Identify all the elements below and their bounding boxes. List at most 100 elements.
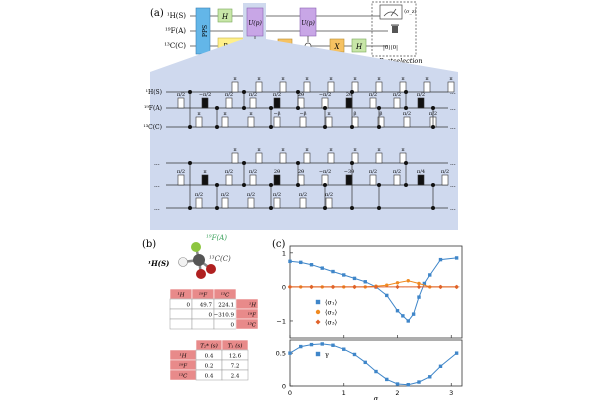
data-point [416,284,422,290]
pulse-c-label: π [223,111,227,117]
pulse-h-label: π [329,147,333,153]
data-point [428,375,432,379]
y-tick-label: 0 [282,383,286,391]
pulse-ellipsis: ... [450,205,456,212]
data-point [288,259,292,264]
data-point [331,269,335,274]
pulse-coupling-dot [296,106,300,110]
pulse-qubit-label: ¹H(S) [146,89,162,96]
fluorine-atom [191,242,201,252]
table1-row-label-cell [235,318,259,330]
h-gate-2 [351,38,367,53]
x-tick-label: 3 [449,389,453,397]
pulse-f [441,174,449,186]
data-point [454,351,459,355]
pulse-h [423,81,431,93]
pulse-h [279,152,287,164]
data-point [395,284,400,290]
pulse-c-label: −β [273,111,280,117]
data-point [422,281,427,286]
pulse-coupling-dot [242,106,246,110]
trash-icon [391,24,399,33]
pulse-c-label: −β [299,111,306,117]
pulse-h [255,81,263,93]
pulse-c [195,116,203,128]
data-point [417,295,421,299]
pulse-coupling-dot [296,161,300,165]
x-tick-label: 2 [395,389,399,397]
table2-row-label: ¹⁹F [179,363,187,370]
pulse-f-label: π/2 [177,92,185,98]
pulse-ellipsis: ... [450,160,456,167]
pulse-f-label: π [203,169,207,175]
pulse-c [325,197,333,209]
h-gate-1 [217,8,233,23]
pulse-coupling-dot [377,125,381,129]
hydrogen-atom [178,257,188,267]
postselection-box [371,1,417,57]
x-tick-label: 1 [342,389,346,397]
table1-cell [191,318,215,330]
legend-marker [315,351,321,357]
pulse-c [403,116,411,128]
data-point [417,380,421,384]
pulse-coupling-dot [350,161,354,165]
pulse-h-label: π [305,147,309,153]
pulse-h [351,152,359,164]
panel-a-label: (a) [150,8,164,19]
pulse-c-label: π/2 [403,111,411,117]
chart-frame [289,339,463,387]
table1-row-label: ¹⁹F [248,312,256,319]
data-point [428,273,432,277]
qubit-label-h: ¹H(S) [167,12,186,20]
pulse-c [221,197,229,209]
pulse-coupling-dot [323,183,327,187]
pulse-coupling-dot [242,90,246,94]
table1-header: ¹³C [221,292,230,299]
pulse-f-label: π/2 [249,92,257,98]
pulse-coupling-dot [350,90,354,94]
pulse-h [327,81,335,93]
data-point [330,284,336,290]
pulse-c [325,116,333,128]
y-tick-label: 0.5 [276,350,286,358]
pulse-h [447,81,455,93]
h-gate-2-label: H [355,43,363,51]
pulse-h-label: π [257,147,261,153]
series-line [289,257,457,322]
fluorine-label: ¹⁹F(A) [206,234,227,242]
pulse-f-label: π/2 [369,92,377,98]
pulse-h [231,152,239,164]
data-point [438,284,443,290]
pps-label: PPS [202,25,209,37]
pulse-coupling-dot [323,206,327,210]
oxygen-atom-1 [206,264,216,274]
series-line [290,280,457,288]
pulse-h-label: π [353,76,357,82]
pulse-coupling-dot [242,161,246,165]
pulse-f [273,174,281,186]
legend-marker [315,299,321,305]
x-axis-label: α [374,395,379,400]
pulse-h [279,81,287,93]
pulse-f [249,97,257,109]
table2-value: 12.6 [229,354,242,360]
pulse-h [399,152,407,164]
pulse-h-label: π [449,76,453,82]
pulse-c [247,197,255,209]
pulse-coupling-dot [404,90,408,94]
pulse-coupling-dot [404,161,408,165]
legend-label: γ [325,351,329,359]
pulse-f-label: 2θ [298,169,304,175]
pulse-c-label: π [327,111,331,117]
pulse-f-label: 2θ [298,92,304,98]
data-point [363,360,367,365]
pulse-coupling-dot [404,106,408,110]
pulse-h-label: π [233,147,237,153]
pulse-f [417,174,425,186]
data-point [309,284,314,290]
pulse-f-label: π/2 [225,92,233,98]
table1-row-label: ¹H [249,302,256,309]
data-point [406,319,410,323]
